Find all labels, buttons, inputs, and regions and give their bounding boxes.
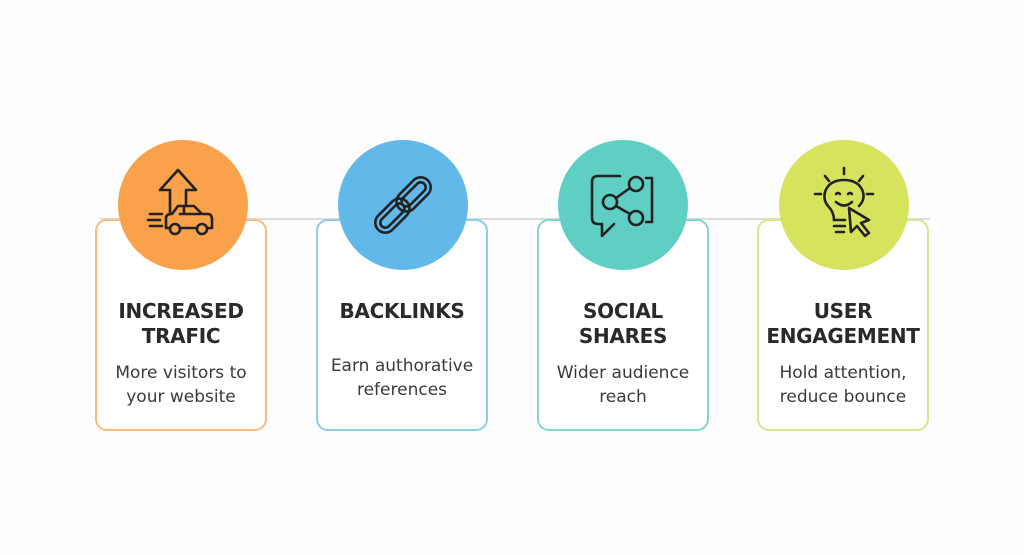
desc-line: Hold attention,: [779, 363, 907, 383]
card-description: Earn authorative references: [318, 354, 486, 402]
desc-line: your website: [126, 387, 236, 407]
card-description: Wider audience reach: [539, 361, 707, 409]
traffic-car-arrow-icon: [118, 140, 248, 270]
title-line: USER: [813, 299, 873, 323]
share-chat-icon: [558, 140, 688, 270]
title-line: SHARES: [578, 324, 668, 348]
desc-line: Earn authorative: [330, 356, 474, 376]
desc-line: reduce bounce: [779, 387, 907, 407]
desc-line: references: [356, 380, 448, 400]
desc-line: Wider audience: [556, 363, 690, 383]
title-line: INCREASED: [118, 299, 244, 323]
title-line: BACKLINKS: [339, 299, 465, 323]
chain-link-icon: [338, 140, 468, 270]
card-description: More visitors to your website: [97, 361, 265, 409]
title-line: ENGAGEMENT: [766, 324, 920, 348]
title-line: SOCIAL: [583, 299, 663, 323]
card-backlinks: BACKLINKS Earn authorative references: [316, 219, 488, 431]
lightbulb-cursor-icon: [779, 140, 909, 270]
desc-line: reach: [599, 387, 647, 407]
connector-line: [100, 218, 930, 220]
desc-line: More visitors to: [115, 363, 247, 383]
card-title: BACKLINKS: [318, 299, 486, 324]
card-description: Hold attention, reduce bounce: [759, 361, 927, 409]
title-line: TRAFIC: [141, 324, 221, 348]
